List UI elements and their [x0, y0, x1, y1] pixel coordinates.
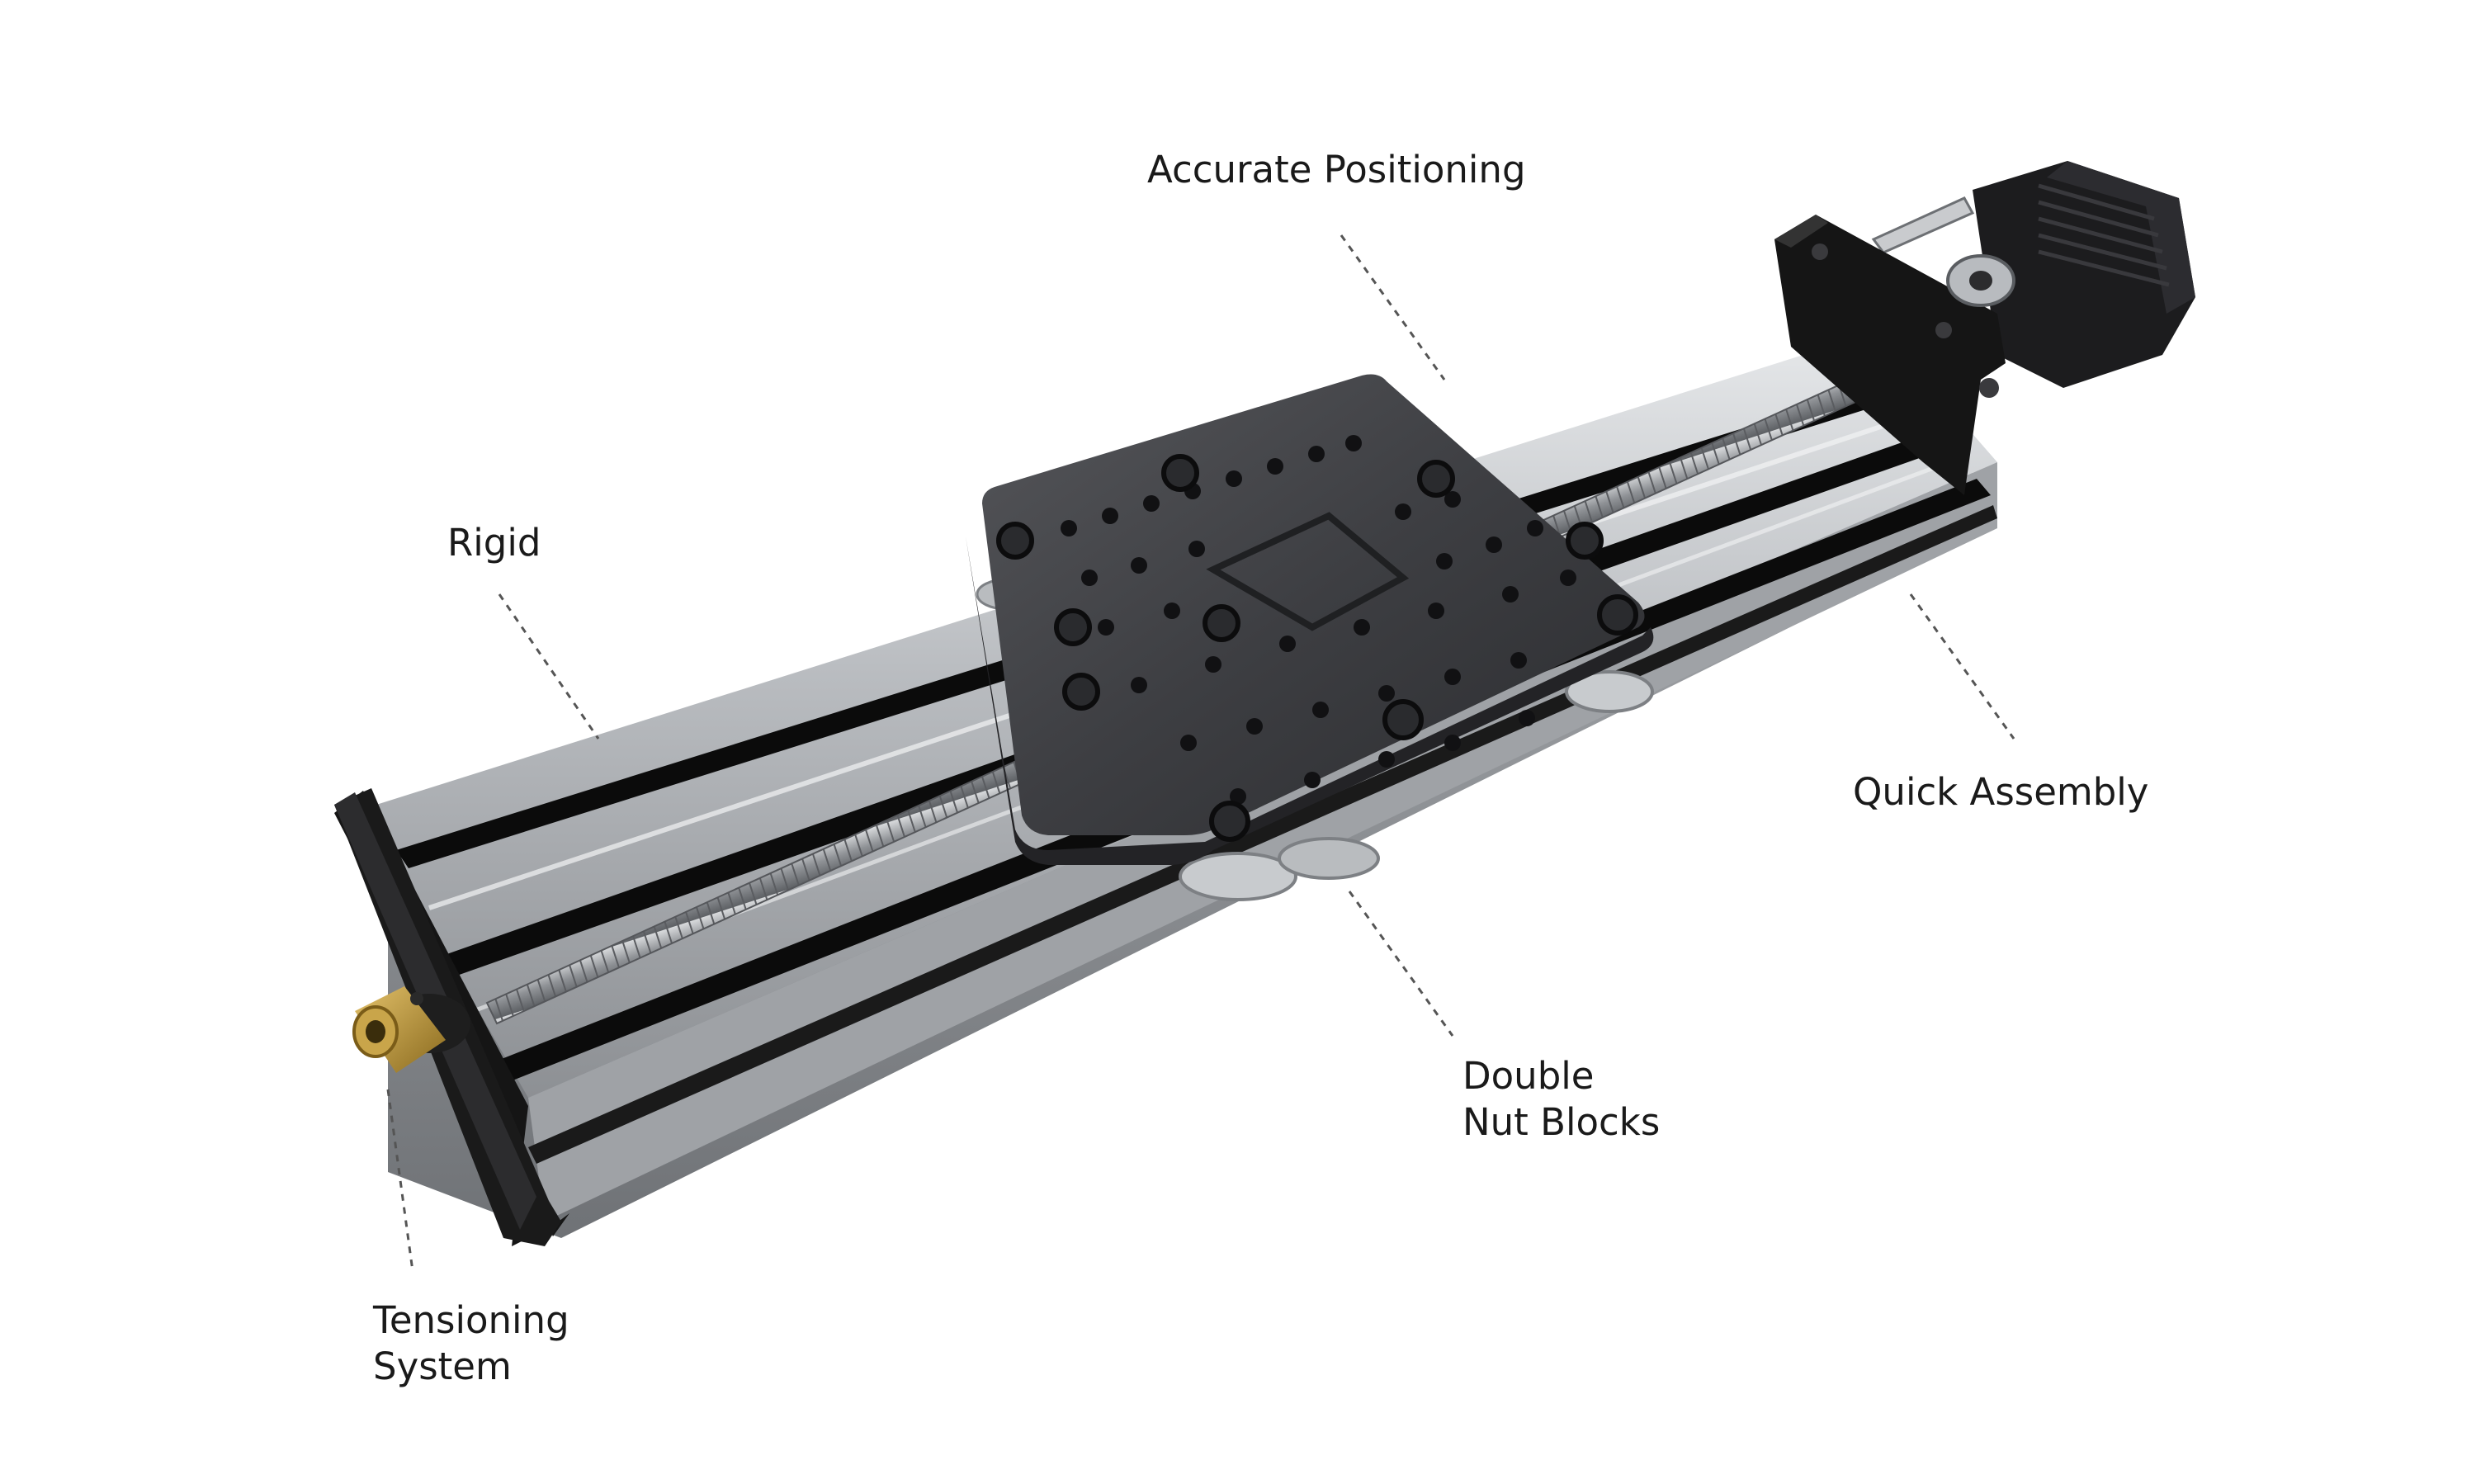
- callout-double-nut-blocks: Double Nut Blocks: [1462, 1053, 1660, 1146]
- leader-lines: [386, 234, 2015, 1272]
- leader-accurate-positioning: [1340, 234, 1446, 380]
- callout-tensioning-system: Tensioning System: [373, 1297, 569, 1390]
- stepper-motor: [1774, 161, 2195, 495]
- brass-tension-nut: [352, 986, 470, 1073]
- callout-accurate-positioning: Accurate Positioning: [1147, 148, 1526, 191]
- callout-rigid: Rigid: [447, 521, 541, 565]
- callout-double-nut-blocks-line1: Double: [1462, 1054, 1595, 1098]
- leader-double-nut-blocks: [1348, 891, 1454, 1037]
- leader-rigid: [498, 593, 600, 740]
- leader-tensioning-system: [386, 1089, 414, 1272]
- callout-tensioning-system-line2: System: [373, 1345, 512, 1388]
- carriage-wheels: [976, 578, 1654, 901]
- gantry-plate: [966, 374, 1654, 865]
- callout-quick-assembly: Quick Assembly: [1853, 770, 2149, 814]
- leader-quick-assembly: [1909, 593, 2015, 740]
- callout-tensioning-system-line1: Tensioning: [373, 1298, 569, 1342]
- callout-double-nut-blocks-line2: Nut Blocks: [1462, 1100, 1661, 1144]
